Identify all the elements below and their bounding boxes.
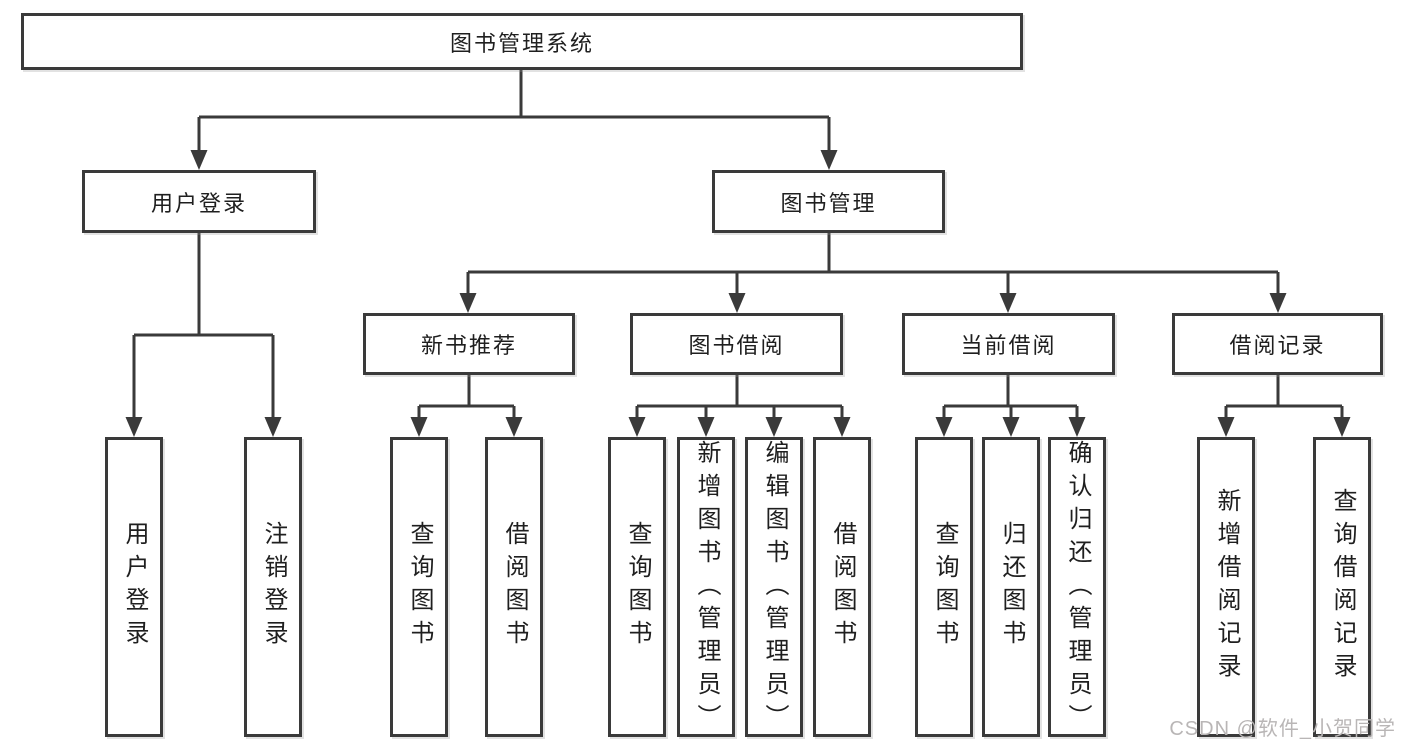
node-leaf-confirm-return-admin: 确认归还（管理员） <box>1048 437 1106 737</box>
node-leaf-return-books: 归还图书 <box>982 437 1040 737</box>
connector-root-to-level2 <box>190 70 838 170</box>
connector-user-login-to-leaves <box>125 233 282 437</box>
connector-borrow-records-to-leaves <box>1217 375 1351 437</box>
node-book-borrow: 图书借阅 <box>630 313 843 375</box>
node-library-management-system: 图书管理系统 <box>21 13 1023 70</box>
node-leaf-query-books-recommend: 查询图书 <box>390 437 448 737</box>
node-leaf-user-login: 用户登录 <box>105 437 163 737</box>
node-label: 查询图书 <box>931 521 958 653</box>
connector-current-borrow-to-leaves <box>935 375 1086 437</box>
csdn-watermark: CSDN @软件_小贺同学 <box>1169 718 1396 740</box>
node-label: 用户登录 <box>150 190 247 216</box>
node-leaf-borrow-books: 借阅图书 <box>813 437 871 737</box>
node-leaf-edit-books-admin: 编辑图书（管理员） <box>745 437 803 737</box>
node-label: 归还图书 <box>998 521 1025 653</box>
node-borrow-records: 借阅记录 <box>1172 313 1383 375</box>
node-leaf-logout: 注销登录 <box>244 437 302 737</box>
node-label: 借阅图书 <box>829 521 856 653</box>
node-leaf-query-borrow-record: 查询借阅记录 <box>1313 437 1371 737</box>
node-leaf-add-borrow-record: 新增借阅记录 <box>1197 437 1255 737</box>
node-label: 新书推荐 <box>420 333 517 358</box>
node-label: 查询图书 <box>624 521 651 653</box>
connector-book-management-to-level3 <box>459 233 1287 313</box>
connector-new-book-recommend-to-leaves <box>410 375 523 437</box>
node-label: 借阅图书 <box>501 521 528 653</box>
node-label: 用户登录 <box>121 521 148 653</box>
node-label: 新增借阅记录 <box>1213 488 1240 686</box>
node-label: 图书借阅 <box>688 333 785 358</box>
node-user-login: 用户登录 <box>82 170 316 233</box>
node-label: 查询借阅记录 <box>1329 488 1356 686</box>
node-label: 借阅记录 <box>1229 333 1326 358</box>
node-leaf-query-books-borrow: 查询图书 <box>608 437 666 737</box>
node-book-management: 图书管理 <box>712 170 945 233</box>
node-label: 当前借阅 <box>960 333 1057 358</box>
connector-book-borrow-to-leaves <box>628 375 851 437</box>
node-leaf-add-books-admin: 新增图书（管理员） <box>677 437 735 737</box>
node-current-borrow: 当前借阅 <box>902 313 1115 375</box>
node-label: 查询图书 <box>406 521 433 653</box>
node-leaf-query-books-current: 查询图书 <box>915 437 973 737</box>
node-leaf-borrow-books-recommend: 借阅图书 <box>485 437 543 737</box>
node-label: 确认归还（管理员） <box>1064 440 1091 737</box>
node-label: 注销登录 <box>260 521 287 653</box>
node-label: 图书管理 <box>780 190 877 216</box>
node-label: 编辑图书（管理员） <box>761 440 788 737</box>
node-label: 图书管理系统 <box>449 30 594 56</box>
node-new-book-recommend: 新书推荐 <box>363 313 575 375</box>
node-label: 新增图书（管理员） <box>693 440 720 737</box>
